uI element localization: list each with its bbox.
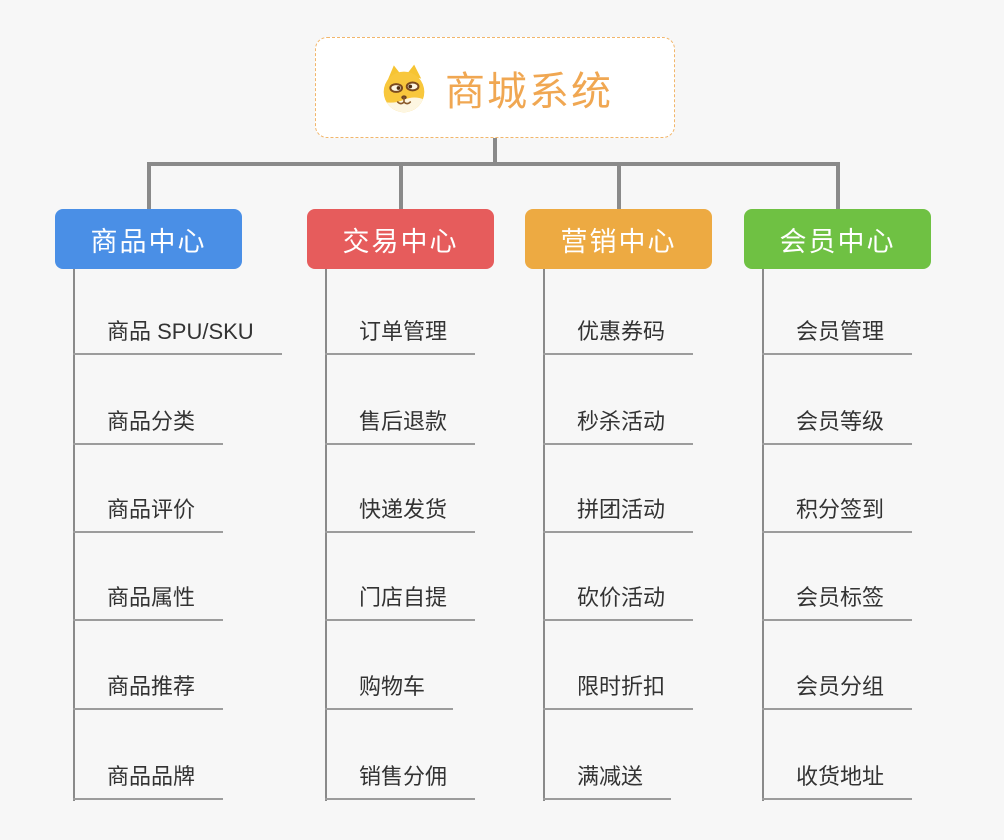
leaf-shopping-cart[interactable]: 购物车 [325,672,454,710]
leaf-member-management[interactable]: 会员管理 [762,317,913,355]
connector-bus [147,162,840,166]
branch-trunk-line [325,269,327,801]
leaf-bargain-activity[interactable]: 砍价活动 [543,583,694,621]
leaf-full-reduction[interactable]: 满减送 [543,762,672,800]
leaf-product-category[interactable]: 商品分类 [73,407,224,445]
leaf-shipping-address[interactable]: 收货地址 [762,762,913,800]
connector-root-stem [493,138,497,166]
leaf-sales-commission[interactable]: 销售分佣 [325,762,476,800]
leaf-limited-time-discount[interactable]: 限时折扣 [543,672,694,710]
connector-drop-product [147,162,151,210]
connector-drop-trade [399,162,403,210]
leaf-member-group[interactable]: 会员分组 [762,672,913,710]
branch-trunk-line [762,269,764,801]
leaf-product-recommend[interactable]: 商品推荐 [73,672,224,710]
leaf-member-tag[interactable]: 会员标签 [762,583,913,621]
branch-product-center: 商品中心 商品 SPU/SKU 商品分类 商品评价 商品属性 商品推荐 商品品牌 [55,209,325,809]
leaf-product-spu-sku[interactable]: 商品 SPU/SKU [73,317,282,355]
branch-marketing-center: 营销中心 优惠券码 秒杀活动 拼团活动 砍价活动 限时折扣 满减送 [525,209,795,809]
leaf-flash-sale[interactable]: 秒杀活动 [543,407,694,445]
leaf-group-buy[interactable]: 拼团活动 [543,495,694,533]
branch-trade-center: 交易中心 订单管理 售后退款 快递发货 门店自提 购物车 销售分佣 [307,209,577,809]
leaf-aftersale-refund[interactable]: 售后退款 [325,407,476,445]
leaf-product-brand[interactable]: 商品品牌 [73,762,224,800]
branch-node-member-center[interactable]: 会员中心 [744,209,931,269]
leaf-product-review[interactable]: 商品评价 [73,495,224,533]
branch-member-center: 会员中心 会员管理 会员等级 积分签到 会员标签 会员分组 收货地址 [744,209,1004,809]
leaf-points-checkin[interactable]: 积分签到 [762,495,913,533]
connector-drop-member [836,162,840,210]
branch-trunk-line [73,269,75,801]
leaf-order-management[interactable]: 订单管理 [325,317,476,355]
leaf-member-level[interactable]: 会员等级 [762,407,913,445]
root-title: 商城系统 [445,69,613,114]
branch-node-trade-center[interactable]: 交易中心 [307,209,494,269]
branch-node-marketing-center[interactable]: 营销中心 [525,209,712,269]
root-node-mall-system[interactable]: 商城系统 [315,37,675,138]
leaf-coupon-code[interactable]: 优惠券码 [543,317,694,355]
leaf-store-pickup[interactable]: 门店自提 [325,583,476,621]
branch-trunk-line [543,269,545,801]
connector-drop-marketing [617,162,621,210]
shiba-dog-icon [383,64,425,112]
branch-node-product-center[interactable]: 商品中心 [55,209,242,269]
leaf-express-delivery[interactable]: 快递发货 [325,495,476,533]
leaf-product-attribute[interactable]: 商品属性 [73,583,224,621]
